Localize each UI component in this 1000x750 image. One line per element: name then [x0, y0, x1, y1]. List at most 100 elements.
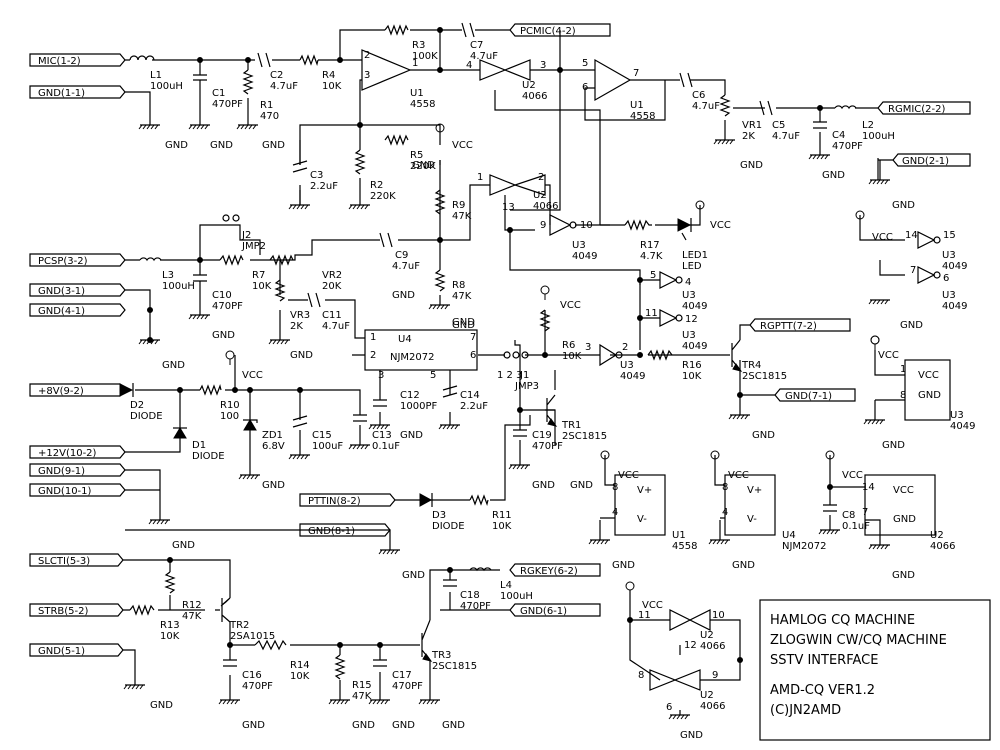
- svg-text:GND: GND: [732, 560, 755, 571]
- svg-text:8: 8: [722, 482, 728, 493]
- power-block-u4: [724, 474, 776, 536]
- svg-text:6: 6: [470, 350, 476, 361]
- svg-text:100uH: 100uH: [500, 591, 533, 602]
- resistor-r7: [219, 254, 244, 266]
- label-c3: C3: [310, 170, 323, 181]
- label-u4-power: U4: [782, 530, 796, 541]
- svg-text:NJM2072: NJM2072: [782, 541, 827, 552]
- jumper-j1: [503, 351, 529, 359]
- svg-text:11: 11: [645, 308, 658, 319]
- svg-text:V-: V-: [637, 514, 647, 525]
- svg-text:3: 3: [378, 370, 384, 381]
- svg-text:8: 8: [638, 670, 644, 681]
- svg-text:GND: GND: [412, 160, 435, 171]
- label-jpins: 1 2 3: [497, 370, 522, 381]
- inverter-u3f: [917, 266, 936, 284]
- svg-text:1: 1: [477, 172, 483, 183]
- svg-text:GND: GND: [442, 720, 465, 731]
- svg-text:7: 7: [633, 68, 639, 79]
- label-c7: C7: [470, 40, 483, 51]
- svg-text:5: 5: [430, 370, 436, 381]
- zener-zd1: [243, 419, 257, 431]
- svg-text:2K: 2K: [742, 131, 755, 142]
- svg-text:7: 7: [910, 265, 916, 276]
- svg-text:GND: GND: [918, 390, 941, 401]
- capacitor-c7: [461, 22, 475, 38]
- label-u3a: U3: [572, 240, 586, 251]
- svg-text:GND: GND: [165, 140, 188, 151]
- title-line-2: ZLOGWIN CW/CQ MACHINE: [770, 633, 947, 648]
- svg-text:GND: GND: [532, 480, 555, 491]
- label-c8: C8: [842, 510, 855, 521]
- capacitor-c5: [759, 100, 773, 116]
- jumper-j2: [222, 214, 240, 222]
- svg-text:GND: GND: [680, 730, 703, 741]
- diode-d3: [419, 493, 433, 507]
- svg-text:VCC: VCC: [842, 470, 863, 481]
- svg-text:9: 9: [712, 670, 718, 681]
- label-u1a: U1: [410, 88, 424, 99]
- svg-text:GND: GND: [212, 330, 235, 341]
- diode-d1: [173, 427, 187, 439]
- svg-text:V+: V+: [637, 485, 652, 496]
- svg-text:GND: GND: [392, 290, 415, 301]
- svg-text:GND: GND: [150, 700, 173, 711]
- capacitor-c2: [257, 52, 271, 68]
- svg-text:2SA1015: 2SA1015: [230, 631, 275, 642]
- resistor-r1: [242, 69, 254, 95]
- svg-text:47K: 47K: [352, 691, 372, 702]
- label-u3c: U3: [682, 290, 696, 301]
- label-r10: R10: [220, 400, 240, 411]
- port-12v: +12V(10-2): [38, 448, 97, 459]
- capacitor-c16: [223, 659, 237, 667]
- svg-text:VCC: VCC: [878, 350, 899, 361]
- svg-text:2.2uF: 2.2uF: [460, 401, 488, 412]
- label-c10: C10: [212, 290, 232, 301]
- transistor-tr4: [731, 339, 743, 372]
- resistor-r2: [354, 149, 366, 175]
- label-l3: L3: [162, 270, 174, 281]
- svg-text:4.7uF: 4.7uF: [322, 321, 350, 332]
- svg-text:VCC: VCC: [710, 220, 731, 231]
- inductor-l1: [129, 55, 155, 61]
- svg-text:5: 5: [582, 58, 588, 69]
- label-vr1: VR1: [742, 120, 762, 131]
- capacitor-c3: [292, 160, 308, 173]
- label-u1-power: U1: [672, 530, 686, 541]
- label-j1: J1: [519, 370, 529, 381]
- label-r9: R9: [452, 200, 465, 211]
- svg-text:100uF: 100uF: [312, 441, 343, 452]
- capacitor-c14: [442, 385, 458, 398]
- svg-text:4066: 4066: [700, 701, 725, 712]
- svg-text:4.7K: 4.7K: [640, 251, 663, 262]
- svg-text:1: 1: [900, 364, 906, 375]
- capacitor-c1: [193, 74, 207, 90]
- label-r7: R7: [252, 270, 265, 281]
- port-rgptt: RGPTT(7-2): [760, 321, 817, 332]
- label-j2: J2: [241, 230, 251, 241]
- resistor-r13: [129, 604, 155, 616]
- capacitor-c11: [307, 292, 321, 308]
- port-rgmic: RGMIC(2-2): [888, 104, 945, 115]
- capacitor-c18: [443, 579, 457, 587]
- port-gnd-10-1: GND(10-1): [38, 486, 92, 497]
- title-line-5: (C)JN2AMD: [770, 703, 841, 718]
- label-c5: C5: [772, 120, 785, 131]
- label-d1: D1: [192, 440, 206, 451]
- label-c19: C19: [532, 430, 552, 441]
- svg-text:220K: 220K: [410, 161, 436, 172]
- svg-text:10K: 10K: [492, 521, 512, 532]
- resistor-r9: [434, 189, 446, 215]
- label-r3: R3: [412, 40, 425, 51]
- port-pcmic: PCMIC(4-2): [520, 26, 576, 37]
- port-gnd-5-1: GND(5-1): [38, 646, 85, 657]
- svg-text:GND: GND: [210, 140, 233, 151]
- led-led1: [677, 218, 692, 232]
- label-c18: C18: [460, 590, 480, 601]
- svg-text:10K: 10K: [682, 371, 702, 382]
- resistor-r11: [469, 494, 489, 507]
- svg-text:470PF: 470PF: [832, 141, 863, 152]
- resistor-r5: [384, 134, 409, 146]
